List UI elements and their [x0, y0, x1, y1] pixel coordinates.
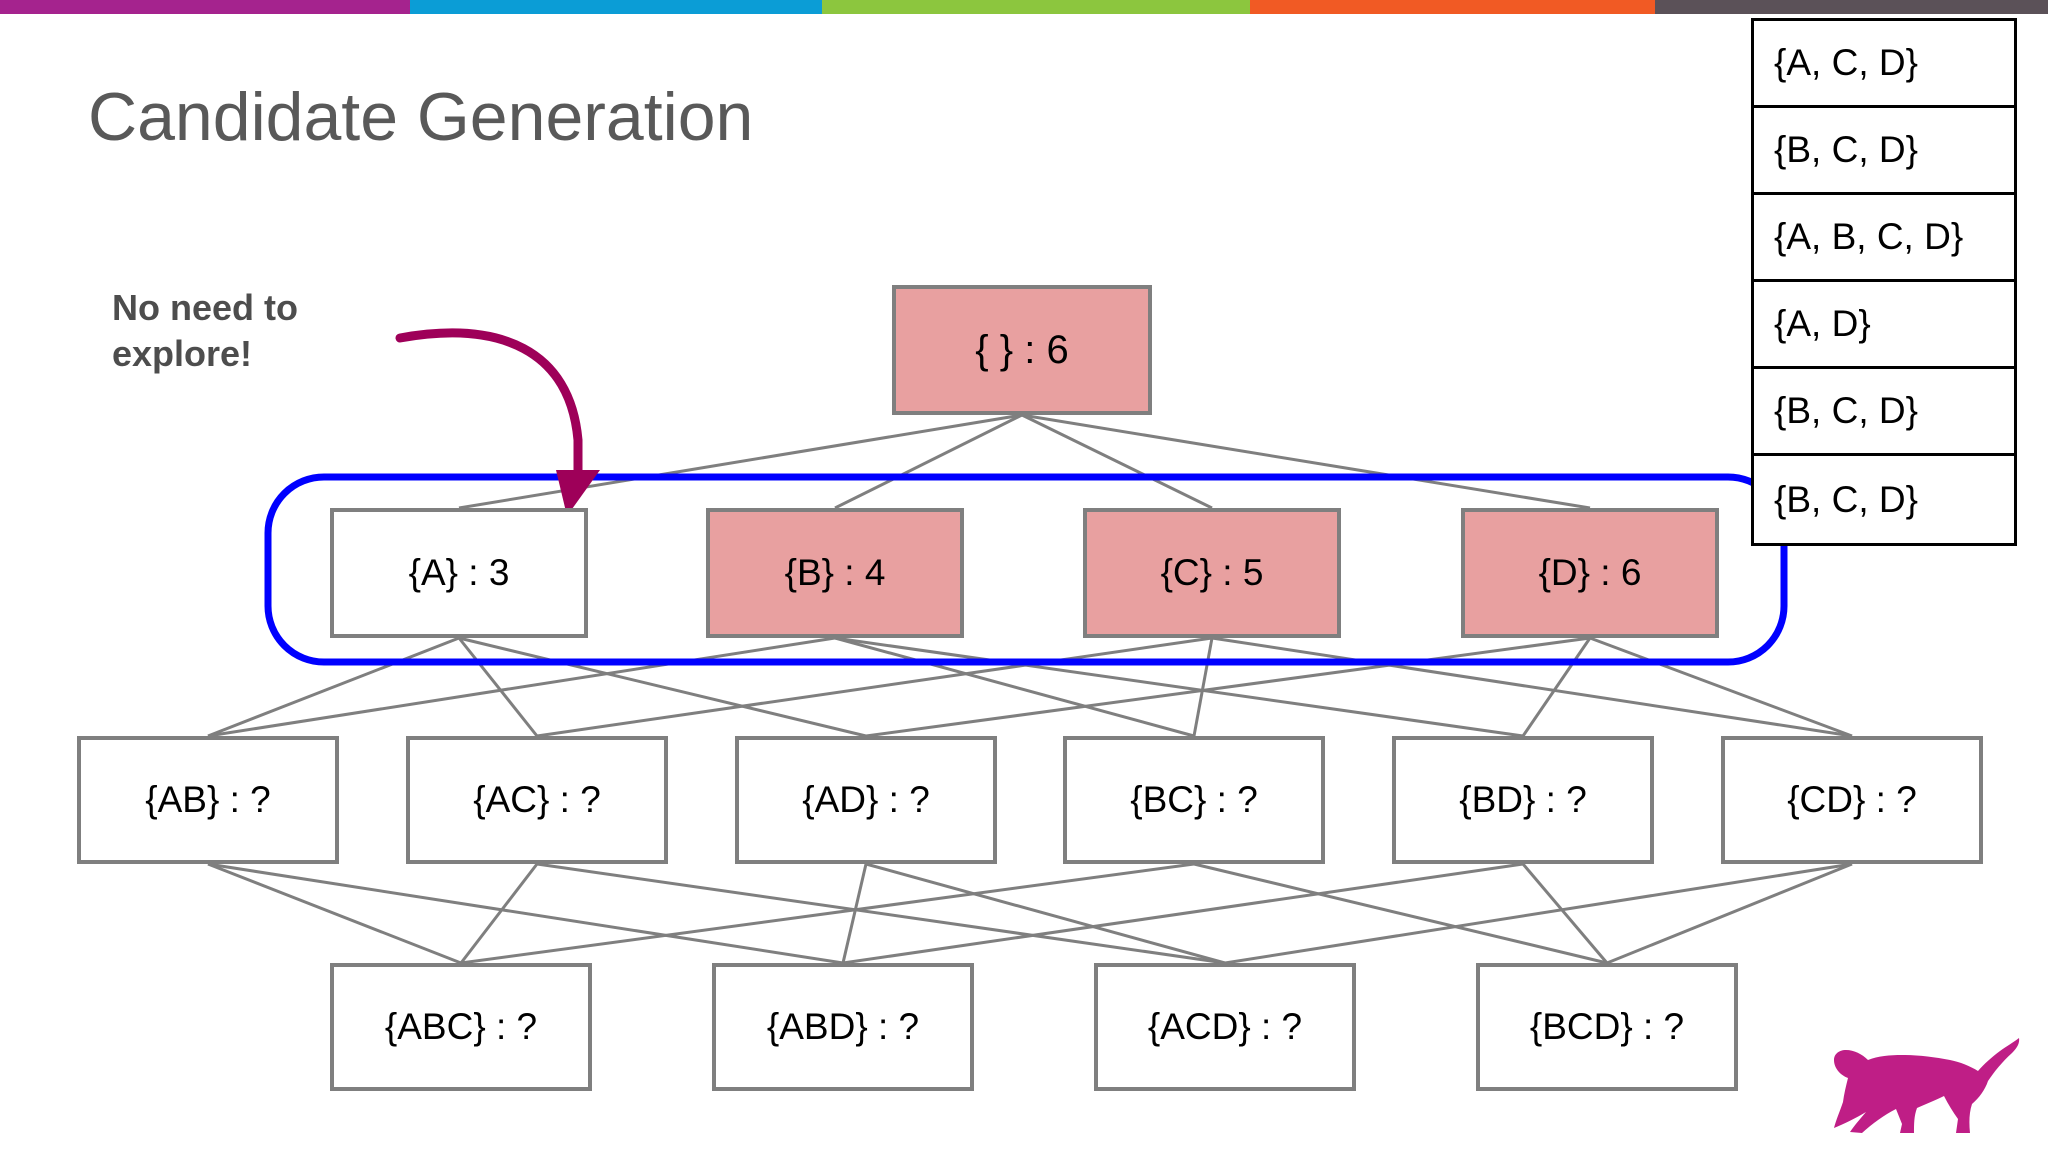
- lattice-edge: [207, 636, 460, 738]
- lattice-edge: [865, 862, 1226, 965]
- lattice-edge: [1211, 636, 1853, 738]
- transaction-row: {A, B, C, D}: [1754, 195, 2014, 282]
- lattice-edge: [207, 636, 836, 738]
- lattice-edge: [841, 863, 868, 964]
- lattice-node-c[interactable]: {C} : 5: [1083, 508, 1341, 638]
- lattice-node-bc[interactable]: {BC} : ?: [1063, 736, 1325, 864]
- lattice-edge: [457, 637, 539, 737]
- lattice-edge: [834, 636, 1524, 738]
- husky-dog-logo: [1834, 1038, 2020, 1133]
- color-bar-segment-blue: [410, 0, 822, 14]
- lattice-edge: [1192, 637, 1214, 737]
- lattice-edge: [207, 862, 844, 965]
- lattice-edge: [842, 862, 1524, 965]
- annotation-arrow-curve: [395, 328, 583, 485]
- transaction-row: {B, C, D}: [1754, 108, 2014, 195]
- transaction-row: {A, D}: [1754, 282, 2014, 369]
- transaction-table: {A, C, D}{B, C, D}{A, B, C, D}{A, D}{B, …: [1751, 18, 2017, 546]
- lattice-edge: [536, 636, 1213, 738]
- lattice-edge: [458, 413, 1023, 510]
- lattice-edge: [458, 636, 867, 738]
- annotation-no-need-to-explore: No need to explore!: [112, 287, 298, 375]
- lattice-node-abd[interactable]: {ABD} : ?: [712, 963, 974, 1091]
- annotation-arrow: [395, 328, 600, 516]
- lattice-edge: [459, 863, 539, 964]
- lattice-edge: [1021, 413, 1591, 510]
- page-title: Candidate Generation: [88, 79, 754, 155]
- lattice-node-d[interactable]: {D} : 6: [1461, 508, 1719, 638]
- lattice-node-b[interactable]: {B} : 4: [706, 508, 964, 638]
- lattice-node-acd[interactable]: {ACD} : ?: [1094, 963, 1356, 1091]
- lattice-node-ab[interactable]: {AB} : ?: [77, 736, 339, 864]
- lattice-edge: [207, 862, 462, 965]
- lattice-edge: [1521, 863, 1609, 964]
- lattice-node-cd[interactable]: {CD} : ?: [1721, 736, 1983, 864]
- lattice-node-bd[interactable]: {BD} : ?: [1392, 736, 1654, 864]
- lattice-edges: [207, 413, 1853, 965]
- lattice-node-bcd[interactable]: {BCD} : ?: [1476, 963, 1738, 1091]
- transaction-row: {A, C, D}: [1754, 21, 2014, 108]
- lattice-edge: [1606, 862, 1853, 965]
- lattice-edge: [1193, 862, 1608, 965]
- lattice-node-ad[interactable]: {AD} : ?: [735, 736, 997, 864]
- lattice-node-[interactable]: { } : 6: [892, 285, 1152, 415]
- color-bar-segment-magenta: [0, 0, 410, 14]
- lattice-node-abc[interactable]: {ABC} : ?: [330, 963, 592, 1091]
- lattice-edge: [460, 862, 1195, 965]
- color-bar-segment-orange: [1250, 0, 1655, 14]
- lattice-edge: [834, 413, 1023, 510]
- lattice-edge: [865, 636, 1591, 738]
- decorative-color-bar: [0, 0, 2048, 14]
- lattice-edge: [1521, 637, 1592, 737]
- transaction-row: {B, C, D}: [1754, 369, 2014, 456]
- color-bar-segment-gray: [1655, 0, 2048, 14]
- lattice-edge: [536, 862, 1226, 965]
- lattice-node-ac[interactable]: {AC} : ?: [406, 736, 668, 864]
- transaction-row: {B, C, D}: [1774, 478, 1918, 520]
- color-bar-segment-green: [822, 0, 1250, 14]
- lattice-edge: [1224, 862, 1853, 965]
- lattice-node-a[interactable]: {A} : 3: [330, 508, 588, 638]
- lattice-edge: [1589, 636, 1853, 738]
- lattice-edge: [834, 636, 1195, 738]
- lattice-edge: [1021, 413, 1213, 510]
